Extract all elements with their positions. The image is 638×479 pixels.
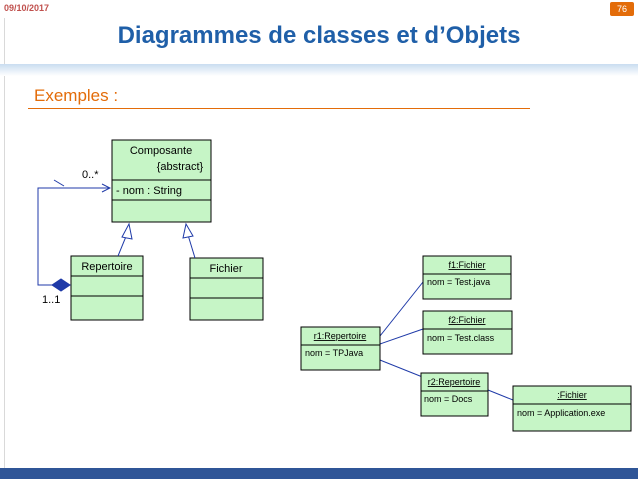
object-f3-attr: nom = Application.exe [517, 408, 605, 418]
object-f3-name: :Fichier [557, 390, 587, 400]
generalization-fichier [182, 222, 196, 259]
object-r1-name: r1:Repertoire [314, 331, 367, 341]
object-f3: :Fichier nom = Application.exe [512, 385, 632, 432]
class-composante-name: Composante [130, 145, 192, 157]
class-fichier-name: Fichier [209, 263, 242, 275]
subtitle-underline [28, 108, 530, 109]
object-f1-attr: nom = Test.java [427, 277, 490, 287]
object-f2-attr: nom = Test.class [427, 333, 495, 343]
title-separator [0, 64, 638, 76]
composition-association [37, 179, 110, 292]
object-r1-attr: nom = TPJava [305, 348, 363, 358]
class-repertoire: Repertoire [70, 255, 144, 321]
class-composante-stereotype: {abstract} [157, 161, 204, 173]
slide-left-rule [4, 18, 5, 468]
object-f2: f2:Fichier nom = Test.class [422, 310, 513, 355]
generalization-repertoire [117, 222, 133, 257]
multiplicity-top: 0..* [82, 169, 99, 181]
class-repertoire-name: Repertoire [81, 261, 132, 273]
multiplicity-bottom: 1..1 [42, 294, 60, 306]
section-subtitle: Exemples : [34, 86, 119, 105]
page-number-badge: 76 [610, 2, 634, 16]
slide-date: 09/10/2017 [4, 3, 50, 13]
object-f2-name: f2:Fichier [448, 315, 485, 325]
slide-title: Diagrammes de classes et d’Objets [117, 22, 521, 49]
object-links [379, 281, 514, 401]
object-f1: f1:Fichier nom = Test.java [422, 255, 512, 300]
class-fichier: Fichier [189, 257, 264, 321]
object-f1-name: f1:Fichier [448, 260, 485, 270]
object-r1: r1:Repertoire nom = TPJava [300, 326, 381, 371]
object-r2-attr: nom = Docs [424, 394, 473, 404]
object-r2-name: r2:Repertoire [428, 377, 481, 387]
footer-bar [0, 468, 638, 479]
class-composante: Composante {abstract} - nom : String [111, 139, 212, 223]
class-composante-attribute: - nom : String [116, 185, 182, 197]
object-r2: r2:Repertoire nom = Docs [420, 372, 489, 417]
